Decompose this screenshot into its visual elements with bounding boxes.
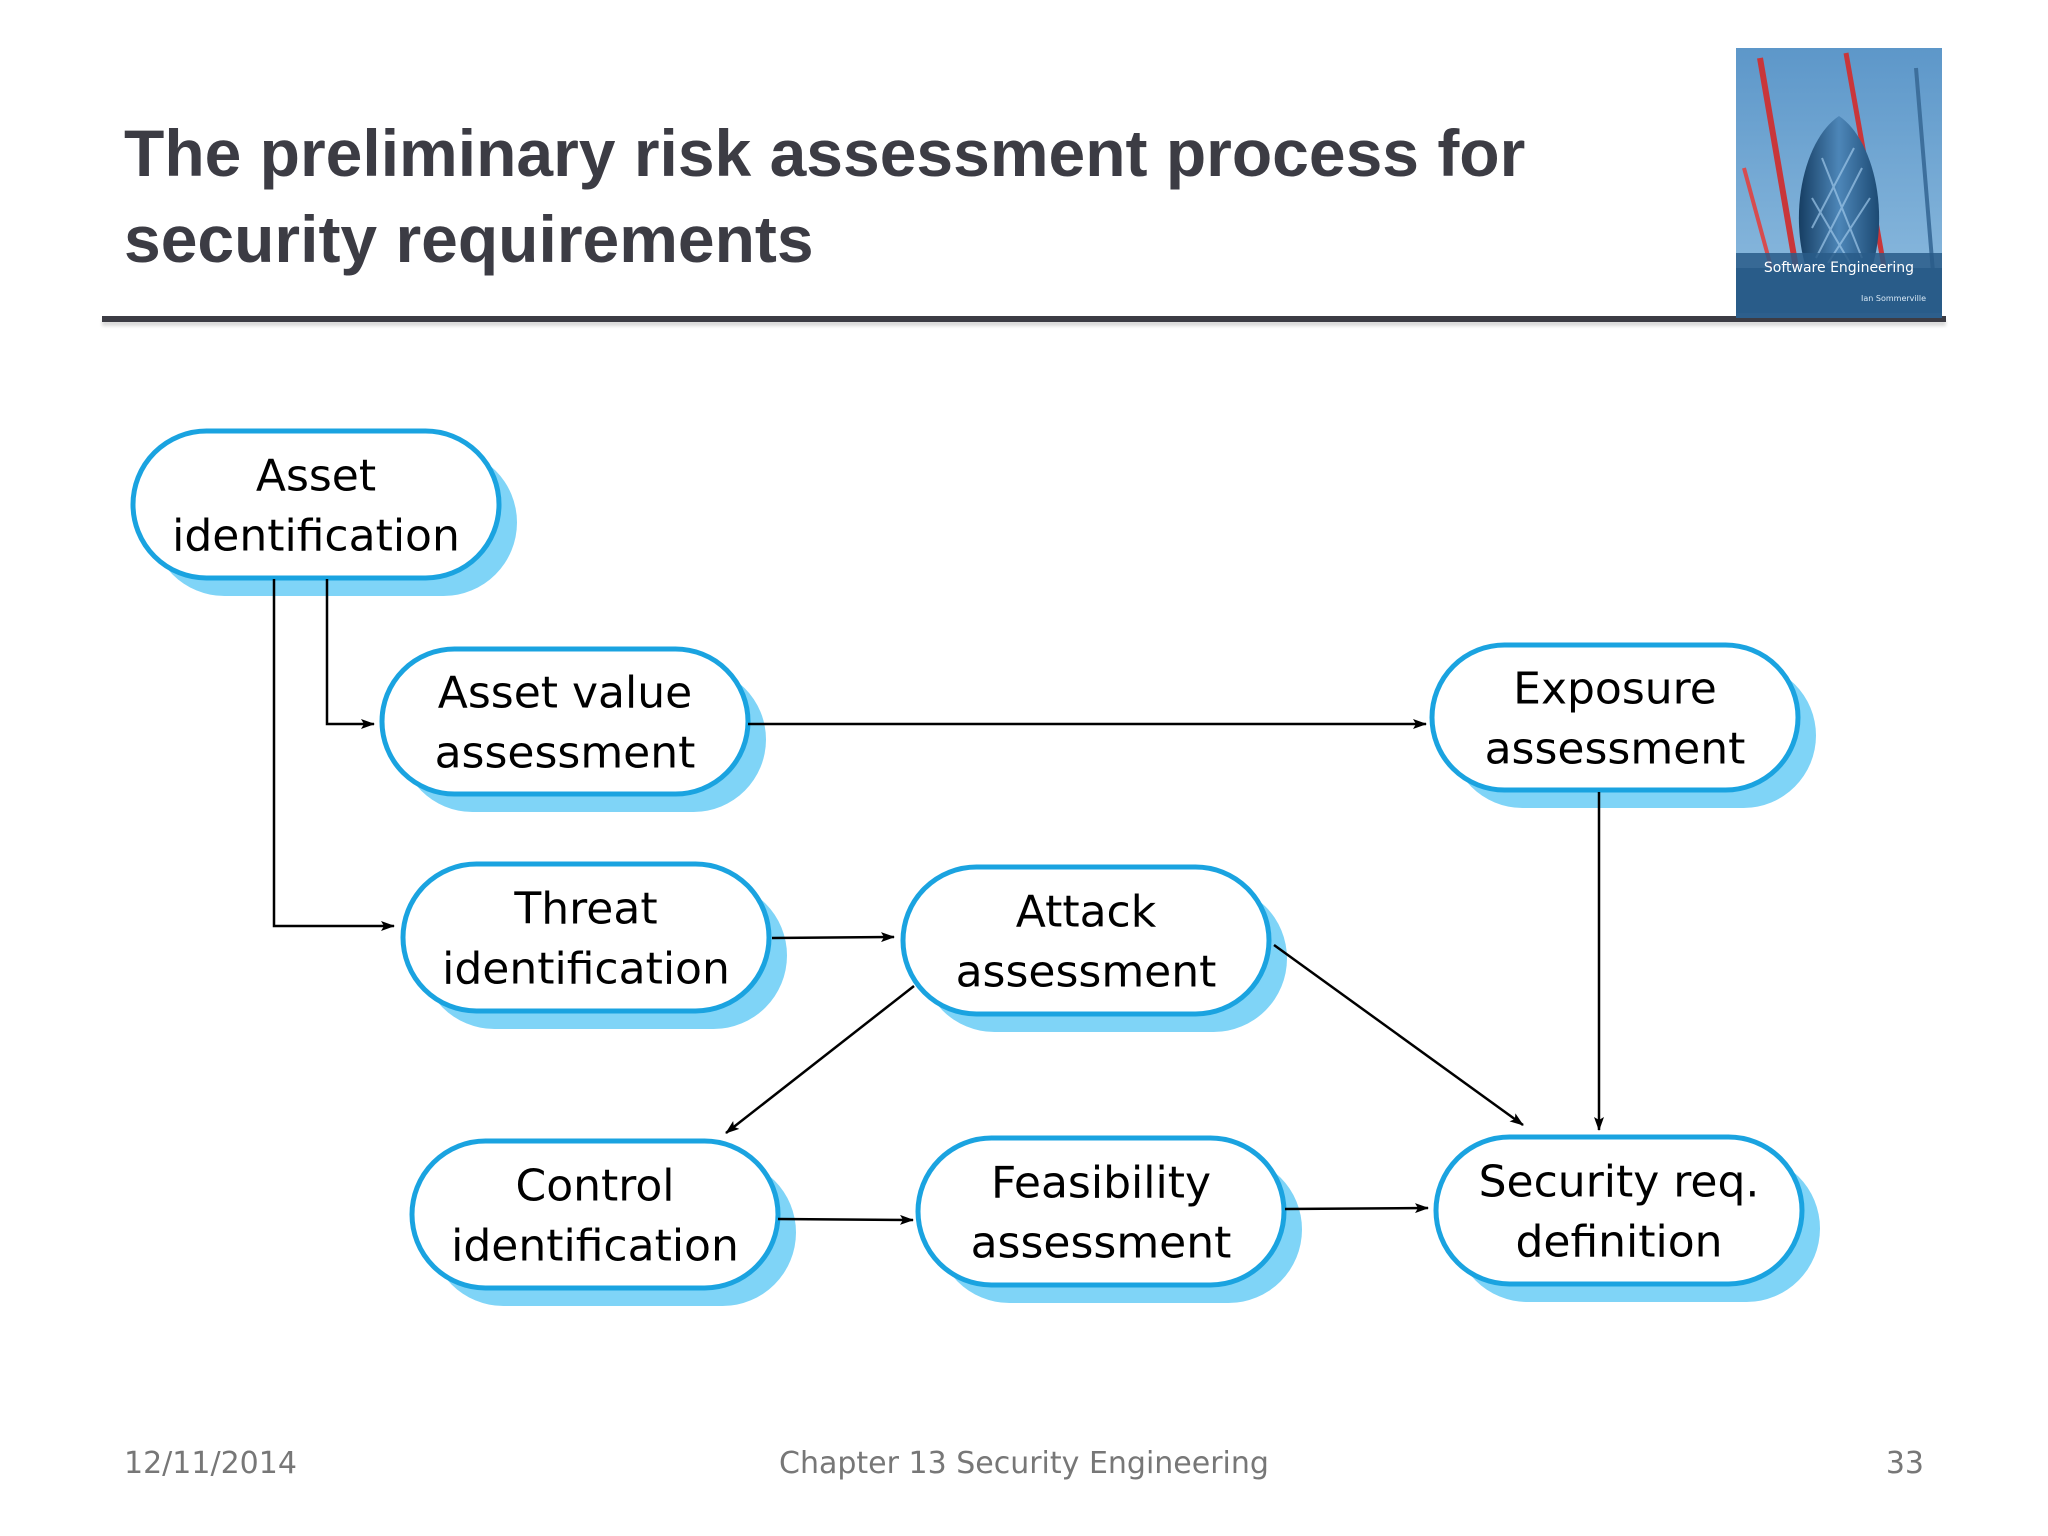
node-label-line: identification — [172, 511, 460, 562]
node-box — [915, 1135, 1287, 1288]
node-box — [130, 428, 502, 581]
node-label-line: Security req. — [1479, 1157, 1760, 1208]
edge-asset-id-to-threat-id — [272, 579, 395, 931]
node-attack-assessment: Attack assessment — [900, 864, 1287, 1032]
node-box — [400, 861, 772, 1014]
node-box — [1429, 642, 1801, 793]
slide-title-line-1: The preliminary risk assessment process … — [124, 116, 1526, 190]
node-label-line: Attack — [1016, 887, 1157, 938]
edge-control-id-to-feasibility — [777, 1214, 914, 1225]
node-label-line: identification — [442, 944, 730, 995]
node-label-line: assessment — [1485, 724, 1746, 775]
node-label-line: Feasibility — [991, 1158, 1211, 1209]
node-label-line: Asset — [256, 451, 376, 502]
edge-threat-id-to-attack — [771, 932, 895, 943]
node-box — [900, 864, 1272, 1017]
node-control-identification: Control identification — [409, 1138, 796, 1306]
footer-chapter: Chapter 13 Security Engineering — [779, 1446, 1269, 1481]
slide-title: The preliminary risk assessment process … — [124, 110, 1684, 282]
node-label-line: identification — [451, 1221, 739, 1272]
node-threat-identification: Threat identification — [400, 861, 787, 1029]
node-security-req-definition: Security req. definition — [1433, 1134, 1820, 1302]
book-cover-author: Ian Sommerville — [1861, 294, 1926, 303]
node-asset-identification: Asset identification — [130, 428, 517, 596]
slide-title-line-2: security requirements — [124, 202, 814, 276]
node-label-line: Control — [515, 1161, 674, 1212]
node-box — [1433, 1134, 1805, 1287]
node-label-line: assessment — [956, 947, 1217, 998]
node-label-line: Threat — [513, 884, 657, 935]
edge-attack-to-security-req — [1273, 943, 1524, 1127]
node-feasibility-assessment: Feasibility assessment — [915, 1135, 1302, 1303]
edge-attack-to-control-id — [725, 985, 915, 1134]
edge-feasibility-to-security-req — [1284, 1203, 1429, 1214]
edge-asset-id-to-asset-value — [325, 579, 375, 729]
book-cover-image: Software Engineering Ian Sommerville — [1736, 48, 1942, 318]
title-rule — [102, 316, 1946, 322]
node-label-line: Exposure — [1513, 664, 1717, 715]
node-box — [379, 646, 751, 797]
node-exposure-assessment: Exposure assessment — [1429, 642, 1816, 808]
node-label-line: assessment — [971, 1218, 1232, 1269]
book-cover-title: Software Engineering — [1764, 260, 1914, 276]
node-label-line: assessment — [435, 728, 696, 779]
node-asset-value-assessment: Asset value assessment — [379, 646, 766, 812]
node-label-line: definition — [1515, 1217, 1722, 1268]
node-label-line: Asset value — [438, 668, 692, 719]
footer-page-number: 33 — [1885, 1446, 1924, 1481]
footer-date: 12/11/2014 — [124, 1446, 297, 1481]
node-box — [409, 1138, 781, 1291]
